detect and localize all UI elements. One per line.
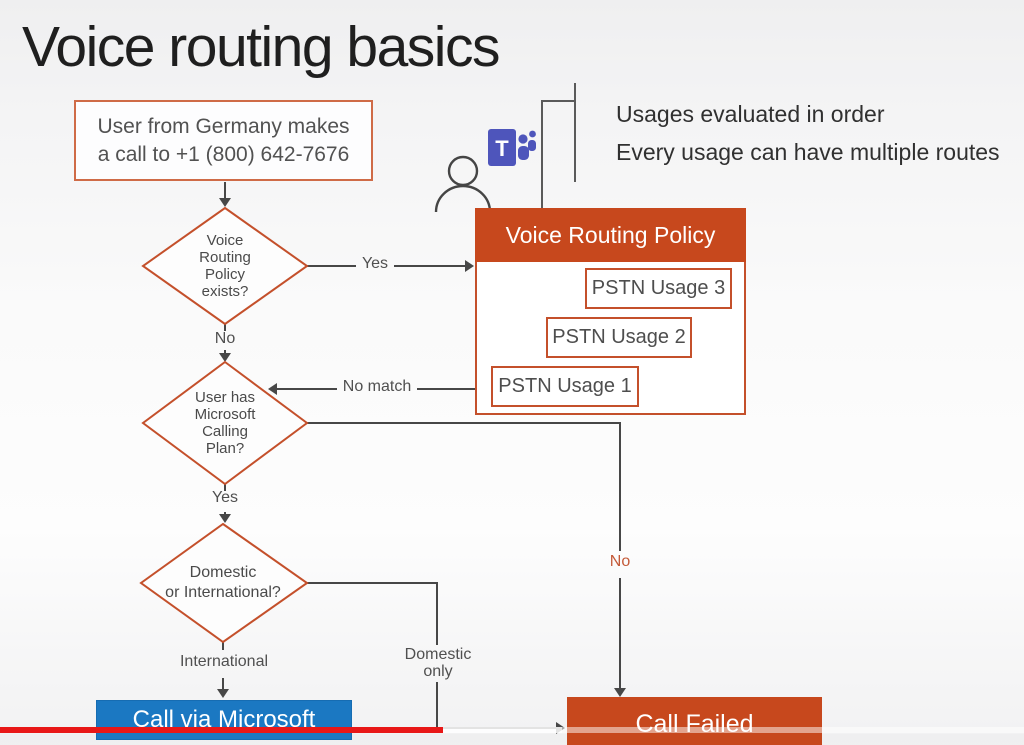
pstn-usage-1-box: PSTN Usage 1 — [491, 366, 639, 407]
start-box-line2: a call to +1 (800) 642-7676 — [97, 142, 350, 166]
start-box-line1: User from Germany makes — [97, 114, 350, 138]
edge-label-domestic-only: only — [423, 663, 453, 680]
diamond-calling-plan-label: User has Microsoft Calling Plan? — [155, 387, 295, 459]
decision-diamonds — [139, 206, 309, 644]
diamond-domestic-international — [139, 522, 309, 644]
bracket-connector — [541, 83, 576, 209]
pstn-usage-3-box: PSTN Usage 3 — [585, 268, 732, 309]
page-title: Voice routing basics — [22, 15, 500, 79]
edge-label-no: No — [214, 330, 236, 347]
diamond-text-line: Domestic — [189, 564, 257, 581]
progress-bar-buffered[interactable] — [443, 727, 562, 733]
note-multiple-routes: Every usage can have multiple routes — [616, 139, 1000, 165]
start-box: User from Germany makes a call to +1 (80… — [74, 100, 373, 181]
diamond-calling-plan — [141, 360, 309, 486]
teams-icon: T — [488, 129, 536, 166]
diamond-policy-exists-label: Voice Routing Policy exists? — [155, 230, 295, 302]
diamond-text-line: User has — [194, 389, 256, 406]
arrowhead-down-icon — [219, 353, 231, 362]
diamond-text-line: Policy — [204, 266, 245, 283]
arrowhead-down-icon — [217, 689, 229, 698]
diamond-text-line: or International? — [165, 584, 281, 601]
edge-label-no: No — [609, 553, 631, 570]
arrowhead-left-icon — [268, 383, 277, 395]
diamond-text-line: Routing — [199, 249, 251, 266]
diamond-text-line: Microsoft — [194, 406, 256, 423]
progress-bar-played[interactable] — [0, 727, 443, 733]
pstn-usage-2-box: PSTN Usage 2 — [546, 317, 692, 358]
call-via-microsoft-box: Call via Microsoft — [96, 700, 352, 740]
arrowhead-right-icon — [465, 260, 474, 272]
edge-label-yes: Yes — [361, 255, 389, 272]
arrowheads — [217, 198, 626, 734]
voice-routing-policy-header: Voice Routing Policy — [475, 208, 746, 262]
arrowhead-down-icon — [219, 514, 231, 523]
edge-label-yes: Yes — [211, 489, 239, 506]
diamond-domestic-international-label: Domestic or International? — [139, 562, 307, 604]
arrowhead-down-icon — [219, 198, 231, 207]
note-usages-order: Usages evaluated in order — [616, 101, 885, 127]
diamond-policy-exists — [141, 206, 309, 326]
person-outline-icon — [434, 155, 492, 213]
edge-label-international: International — [179, 653, 269, 670]
edge-label-no-match: No match — [342, 378, 412, 395]
edge-label-domestic: Domestic — [404, 646, 472, 663]
diamond-text-line: Plan? — [205, 440, 245, 457]
diamond-text-line: exists? — [201, 283, 249, 300]
teams-letter: T — [495, 136, 509, 161]
diamond-text-line: Calling — [202, 423, 248, 440]
diamond-text-line: Voice — [206, 232, 244, 249]
arrowhead-down-icon — [614, 688, 626, 697]
call-failed-box: Call Failed — [567, 697, 822, 745]
progress-bar-remaining[interactable] — [562, 727, 1024, 733]
